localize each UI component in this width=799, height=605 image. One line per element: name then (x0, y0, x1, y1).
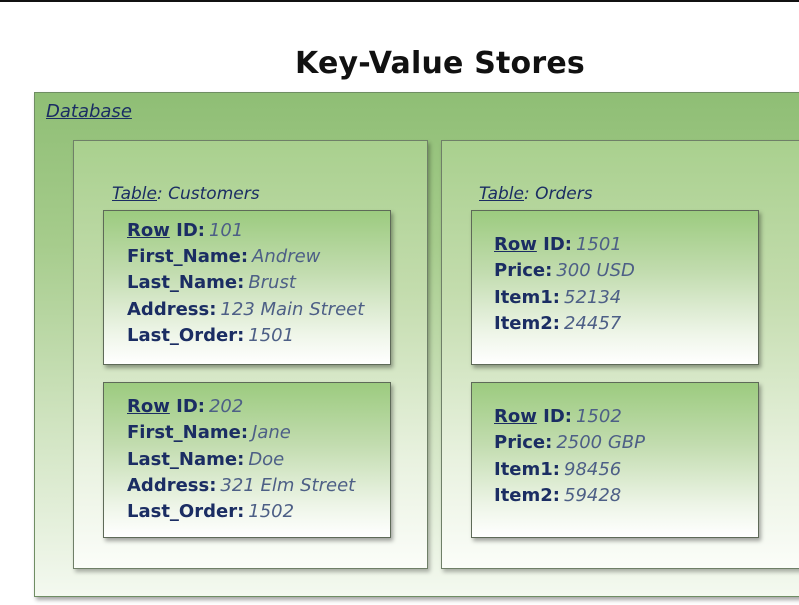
customer-202-field-first-name: First_Name:Jane (127, 422, 291, 443)
field-key-underlined: Row (127, 396, 170, 417)
database-label: Database (46, 101, 132, 122)
field-key: Item2: (494, 313, 560, 334)
field-key: First_Name: (127, 246, 249, 267)
field-key: Address: (127, 299, 217, 320)
field-value: 1501 (575, 234, 622, 255)
order-1501-field-item1: Item1:52134 (494, 287, 621, 308)
field-key-underlined: Row (494, 234, 537, 255)
field-value: 101 (208, 220, 244, 241)
order-1502-field-item1: Item1:98456 (494, 459, 621, 480)
order-1501-field-price: Price:300 USD (494, 260, 635, 281)
field-value: 59428 (564, 485, 622, 506)
field-key-underlined: Row (127, 220, 170, 241)
customer-row-card-101 (103, 210, 391, 365)
table-label-prefix: Table (479, 184, 524, 204)
field-value: 98456 (564, 459, 622, 480)
field-value: Brust (248, 272, 296, 293)
field-value: 123 Main Street (220, 299, 365, 320)
customer-101-field-first-name: First_Name:Andrew (127, 246, 320, 267)
field-key: ID: (536, 406, 572, 427)
field-value: 2500 GBP (556, 432, 646, 453)
field-key: ID: (536, 234, 572, 255)
field-key: ID: (169, 396, 205, 417)
page-title: Key-Value Stores (295, 46, 585, 81)
field-key: ID: (169, 220, 205, 241)
field-key: Last_Order: (127, 501, 245, 522)
top-border-line (0, 0, 799, 2)
field-key: Item1: (494, 287, 560, 308)
field-value: 1502 (575, 406, 622, 427)
order-1502-field-row-id: Row ID:1502 (494, 406, 622, 427)
customer-202-field-row-id: Row ID:202 (127, 396, 243, 417)
customer-101-field-last-name: Last_Name:Brust (127, 272, 296, 293)
field-key: First_Name: (127, 422, 249, 443)
field-key: Item1: (494, 459, 560, 480)
order-1502-field-item2: Item2:59428 (494, 485, 621, 506)
field-key: Item2: (494, 485, 560, 506)
table-label-name: : Orders (524, 184, 593, 204)
field-key: Last_Name: (127, 272, 245, 293)
order-1501-field-row-id: Row ID:1501 (494, 234, 622, 255)
order-1501-field-item2: Item2:24457 (494, 313, 621, 334)
order-1502-field-price: Price:2500 GBP (494, 432, 645, 453)
customer-row-card-202 (103, 382, 391, 538)
field-key: Address: (127, 475, 217, 496)
field-value: Jane (252, 422, 291, 443)
field-key: Last_Name: (127, 449, 245, 470)
field-key-underlined: Row (494, 406, 537, 427)
field-value: Doe (248, 449, 285, 470)
customer-202-field-last-name: Last_Name:Doe (127, 449, 284, 470)
field-value: Andrew (252, 246, 321, 267)
customer-101-field-last-order: Last_Order:1501 (127, 325, 294, 346)
field-key: Price: (494, 432, 553, 453)
field-key: Last_Order: (127, 325, 245, 346)
field-key: Price: (494, 260, 553, 281)
field-value: 1501 (248, 325, 295, 346)
field-value: 202 (208, 396, 244, 417)
field-value: 52134 (564, 287, 622, 308)
field-value: 1502 (248, 501, 295, 522)
customer-202-field-last-order: Last_Order:1502 (127, 501, 294, 522)
customer-101-field-address: Address:123 Main Street (127, 299, 364, 320)
order-row-card-1502 (471, 382, 759, 538)
field-value: 24457 (564, 313, 622, 334)
customer-101-field-row-id: Row ID:101 (127, 220, 243, 241)
table-label-name: : Customers (157, 184, 260, 204)
table-label-customers: Table: Customers (112, 184, 260, 204)
customer-202-field-address: Address:321 Elm Street (127, 475, 355, 496)
field-value: 321 Elm Street (220, 475, 356, 496)
table-label-prefix: Table (112, 184, 157, 204)
field-value: 300 USD (556, 260, 635, 281)
order-row-card-1501 (471, 210, 759, 365)
table-label-orders: Table: Orders (479, 184, 593, 204)
